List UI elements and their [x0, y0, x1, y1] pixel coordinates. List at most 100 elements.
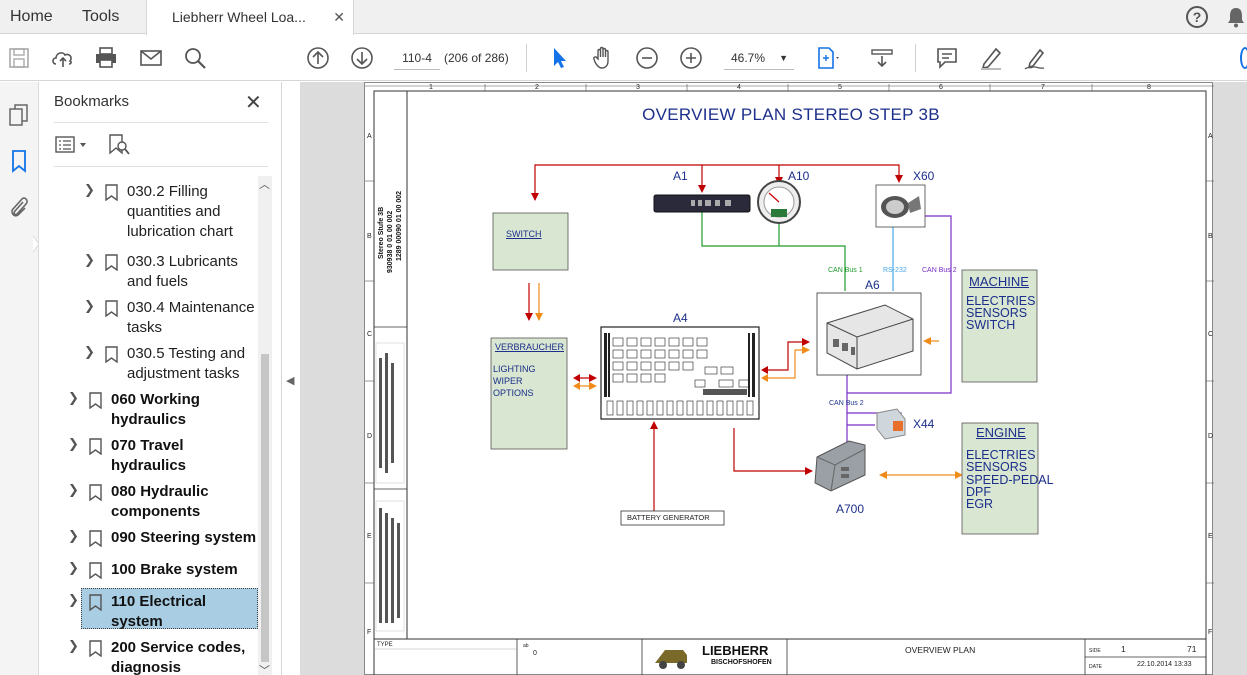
zoom-level-value: 46.7% [731, 51, 766, 65]
select-cursor-icon[interactable] [546, 45, 572, 71]
find-bookmark-icon[interactable] [107, 134, 131, 156]
menu-bar: Home Tools Liebherr Wheel Loa... ✕ ? [0, 0, 1247, 35]
label-x44: X44 [913, 417, 935, 431]
label-a10: A10 [788, 169, 810, 183]
ab-label: ab [523, 643, 529, 649]
machine-item: SENSORS [966, 306, 1028, 320]
attachment-paperclip-icon[interactable] [6, 194, 32, 220]
chevron-right-icon[interactable]: ❯ [68, 482, 79, 497]
bookmark-item[interactable]: ❯ 060 Working hydraulics [40, 386, 260, 428]
menu-tools[interactable]: Tools [82, 8, 120, 25]
print-icon[interactable] [93, 45, 119, 71]
chevron-right-icon[interactable]: ❯ [68, 390, 79, 405]
chevron-right-icon[interactable]: ❯ [68, 592, 79, 607]
battery-generator-label: BATTERY GENERATOR [627, 513, 710, 522]
zoom-out-icon[interactable] [634, 45, 660, 71]
email-icon[interactable] [138, 45, 164, 71]
plan-name: OVERVIEW PLAN [905, 645, 976, 655]
zoom-level-select[interactable]: 46.7% ▼ [724, 46, 794, 70]
machine-title: MACHINE [969, 274, 1029, 289]
bookmark-options-button[interactable] [54, 134, 90, 156]
bookmark-item[interactable]: ❯ 070 Travel hydraulics [40, 432, 260, 474]
scrollbar-thumb[interactable] [261, 354, 269, 662]
collapse-panel-icon[interactable]: ◀ [286, 375, 295, 387]
label-a4: A4 [673, 311, 688, 325]
column-number: 4 [737, 84, 741, 91]
label-a1: A1 [673, 169, 688, 183]
side-text: 930938 0 01 00 002 [387, 210, 394, 273]
scroll-down-icon[interactable]: ﹀ [259, 665, 270, 675]
bookmark-item-selected[interactable]: ❯ 110 Electrical system [40, 588, 260, 630]
toolbar-divider [915, 44, 916, 72]
chevron-right-icon[interactable]: ❯ [84, 182, 95, 197]
row-letter: A [1208, 133, 1213, 140]
bookmark-icon [105, 184, 118, 202]
bookmark-item[interactable]: ❯ 100 Brake system [40, 556, 260, 580]
chevron-right-icon[interactable]: ❯ [68, 638, 79, 653]
chevron-right-icon[interactable]: ❯ [84, 344, 95, 359]
verbraucher-title: VERBRAUCHER [495, 342, 565, 352]
can-bus-1-label: CAN Bus 1 [828, 267, 863, 274]
bookmark-label: 030.5 Testing and [127, 345, 246, 362]
bookmark-item[interactable]: ❯ 200 Service codes, diagnosis [40, 634, 260, 675]
bookmark-label: 110 Electrical [111, 593, 207, 610]
bookmark-label: 100 Brake system [111, 561, 238, 578]
label-a700: A700 [836, 502, 865, 516]
bookmark-label: hydraulics [111, 411, 187, 428]
row-letter: D [367, 433, 373, 440]
help-icon[interactable]: ? [1186, 6, 1208, 28]
brand-subtitle: BISCHOFSHOFEN [711, 659, 772, 666]
page-number-input[interactable]: 110-4 [394, 46, 440, 70]
bookmark-item[interactable]: ❯ 030.2 Filling quantities and lubricati… [40, 178, 260, 240]
chevron-right-icon[interactable]: ❯ [84, 298, 95, 313]
engine-title: ENGINE [976, 425, 1026, 440]
chevron-right-icon[interactable]: ❯ [84, 252, 95, 267]
zoom-in-icon[interactable] [678, 45, 704, 71]
chevron-right-icon[interactable]: ❯ [68, 560, 79, 575]
next-page-icon[interactable] [349, 45, 375, 71]
panel-divider [54, 122, 268, 123]
side-total: 71 [1187, 644, 1197, 654]
pages-thumbnail-icon[interactable] [6, 102, 32, 128]
sign-icon[interactable] [1022, 45, 1048, 71]
share-icon[interactable] [1240, 47, 1247, 69]
bookmarks-panel-title: Bookmarks [54, 93, 130, 110]
find-icon[interactable] [182, 45, 208, 71]
rs-232-label: RS-232 [883, 267, 907, 274]
scroll-mode-icon[interactable] [869, 45, 895, 71]
bookmark-icon [105, 254, 118, 272]
cloud-upload-icon[interactable] [50, 45, 76, 71]
highlight-pen-icon[interactable] [978, 45, 1004, 71]
save-icon[interactable] [6, 45, 32, 71]
chevron-right-icon[interactable]: ❯ [68, 528, 79, 543]
notification-bell-icon[interactable] [1226, 6, 1246, 28]
bookmark-item[interactable]: ❯ 080 Hydraulic components [40, 478, 260, 520]
menu-home[interactable]: Home [10, 8, 53, 25]
verbraucher-item: OPTIONS [493, 388, 534, 398]
close-tab-icon[interactable]: ✕ [333, 9, 345, 25]
bookmark-icon [105, 346, 118, 364]
bookmark-label: system [111, 613, 163, 630]
bookmark-label: quantities and [127, 203, 221, 220]
side-value: 1 [1121, 644, 1126, 654]
scroll-up-icon[interactable]: ︿ [259, 179, 270, 191]
type-label: TYPE [377, 642, 393, 648]
bookmark-item[interactable]: ❯ 030.3 Lubricants and fuels [40, 248, 260, 290]
bookmark-item[interactable]: ❯ 090 Steering system [40, 524, 260, 548]
bookmark-label: hydraulics [111, 457, 187, 474]
document-tab[interactable]: Liebherr Wheel Loa... ✕ [146, 0, 354, 35]
comment-icon[interactable] [934, 45, 960, 71]
bookmark-ribbon-icon[interactable] [6, 148, 32, 174]
bookmark-item[interactable]: ❯ 030.4 Maintenance tasks [40, 294, 260, 336]
column-number: 1 [429, 84, 433, 91]
fit-page-icon[interactable] [814, 45, 840, 71]
can-bus-2-label: CAN Bus 2 [922, 267, 957, 274]
panel-divider [54, 166, 268, 167]
bookmark-item[interactable]: ❯ 030.5 Testing and adjustment tasks [40, 340, 260, 382]
column-number: 7 [1041, 84, 1045, 91]
bookmark-label: 060 Working [111, 391, 200, 408]
chevron-right-icon[interactable]: ❯ [68, 436, 79, 451]
close-panel-icon[interactable]: ✕ [245, 92, 262, 114]
hand-tool-icon[interactable] [590, 45, 616, 71]
previous-page-icon[interactable] [305, 45, 331, 71]
